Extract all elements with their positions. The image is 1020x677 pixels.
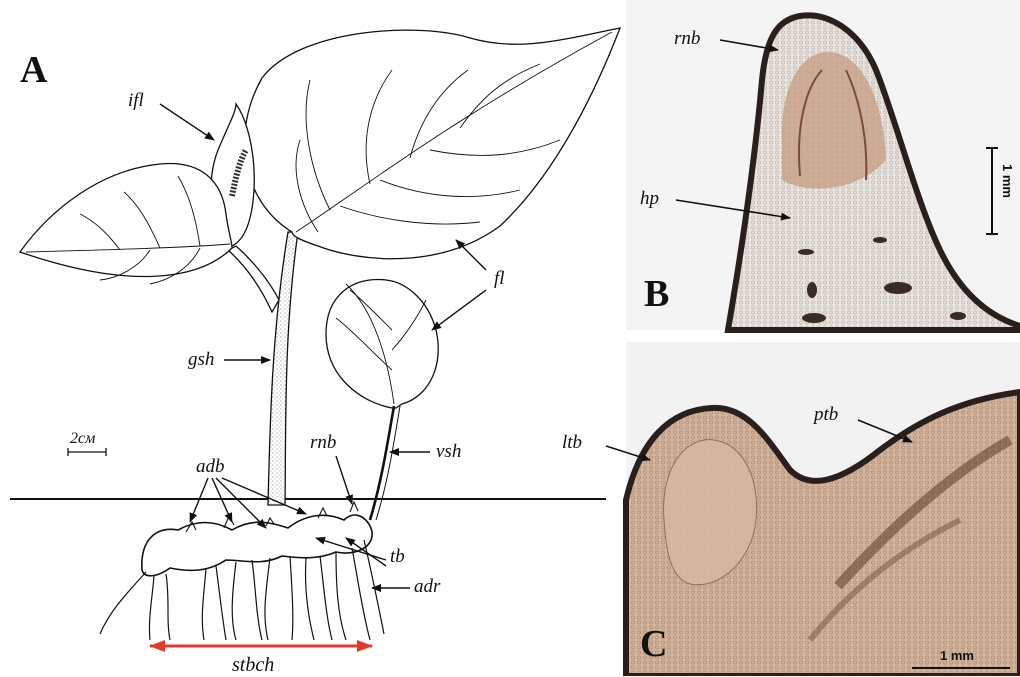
label-fl: fl <box>494 268 505 290</box>
label-adr: adr <box>414 576 440 598</box>
branch-left <box>228 246 279 312</box>
label-rnb-b: rnb <box>674 28 700 50</box>
label-adb: adb <box>196 456 225 478</box>
scale-bar-2cm <box>68 448 106 456</box>
arrow-ifl <box>160 104 214 140</box>
panel-label-b: B <box>644 272 669 316</box>
petiole-gsh <box>268 232 298 505</box>
label-stbch: stbch <box>232 654 274 677</box>
scale-label-b: 1 mm <box>1000 164 1015 198</box>
label-rnb-a: rnb <box>310 432 336 454</box>
leaf-small <box>326 279 438 408</box>
label-ptb: ptb <box>814 404 838 426</box>
label-tb: tb <box>390 546 405 568</box>
arrow-fl-upper <box>456 240 486 270</box>
scale-label-c: 1 mm <box>940 648 974 663</box>
label-vsh: vsh <box>436 441 461 463</box>
label-hp: hp <box>640 188 659 210</box>
panel-c-micrograph <box>606 342 1020 676</box>
leaf-left <box>20 163 232 276</box>
label-ifl: ifl <box>128 90 144 112</box>
label-gsh: gsh <box>188 349 214 371</box>
panel-a-drawing <box>10 28 620 646</box>
arrow-fl-lower <box>432 290 486 330</box>
scale-label-a: 2см <box>70 430 95 448</box>
label-ltb: ltb <box>562 432 582 454</box>
panel-label-a: A <box>20 48 47 92</box>
panel-label-c: C <box>640 622 667 666</box>
arrow-rnb-a <box>336 456 352 504</box>
